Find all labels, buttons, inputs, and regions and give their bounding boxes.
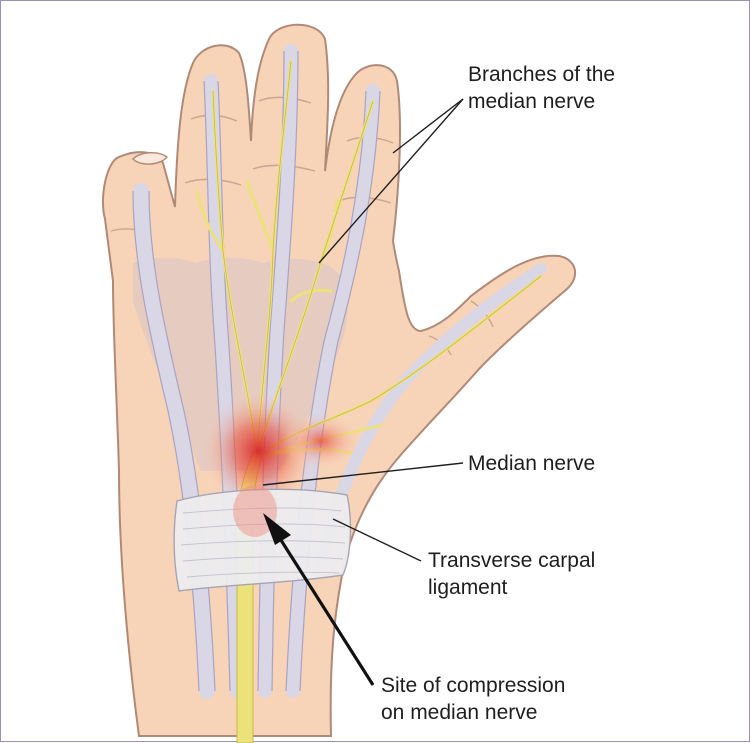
label-compression-line2: on median nerve [381, 699, 565, 726]
label-median-nerve: Median nerve [468, 450, 595, 477]
label-ligament-line2: ligament [428, 574, 595, 601]
label-ligament-line1: Transverse carpal [428, 547, 595, 574]
label-branches-line1: Branches of the [468, 61, 615, 88]
label-branches-line2: median nerve [468, 88, 615, 115]
label-compression-line1: Site of compression [381, 672, 565, 699]
inflammation-glow-secondary [281, 413, 361, 469]
label-median-nerve-text: Median nerve [468, 450, 595, 477]
label-site-of-compression: Site of compression on median nerve [381, 672, 565, 726]
label-transverse-carpal-ligament: Transverse carpal ligament [428, 547, 595, 601]
label-branches-of-median-nerve: Branches of the median nerve [468, 61, 615, 115]
